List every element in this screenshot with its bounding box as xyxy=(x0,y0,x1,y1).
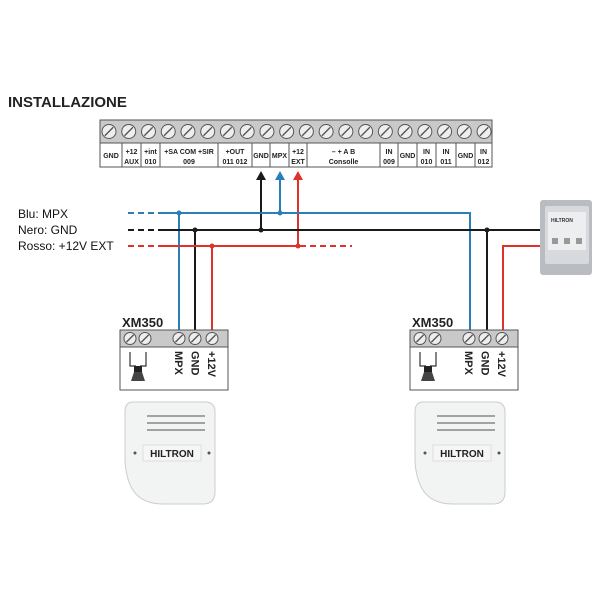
terminal-label: IN xyxy=(480,149,487,156)
terminal-label: GND xyxy=(458,153,474,160)
screw-terminal xyxy=(478,332,492,345)
din-power-supply: HILTRON xyxy=(540,200,592,275)
module-terminal-label: GND xyxy=(479,351,491,376)
screw-terminal xyxy=(462,332,476,345)
bus-wires xyxy=(128,210,542,338)
panel-wire-arrows xyxy=(256,171,303,246)
screw-terminal xyxy=(188,332,202,345)
terminal-sublabel: 011 012 xyxy=(223,159,248,166)
module-terminal-label: MPX xyxy=(462,351,474,376)
terminal-label: GND xyxy=(400,153,416,160)
siren-brand: HILTRON xyxy=(150,449,194,460)
din-brand: HILTRON xyxy=(551,218,573,224)
legend-blue: Blu: MPX xyxy=(18,207,68,221)
terminal-sublabel: 010 xyxy=(421,159,433,166)
screw-terminal xyxy=(377,124,393,139)
speaker-icon xyxy=(419,352,437,381)
screw-terminal xyxy=(138,332,152,345)
screw-terminal xyxy=(205,332,219,345)
screw-terminal xyxy=(180,124,196,139)
terminal-sublabel: 012 xyxy=(478,159,490,166)
screw-terminal xyxy=(239,124,255,139)
terminal-sublabel: 009 xyxy=(383,159,395,166)
terminal-label: +12 xyxy=(292,149,304,156)
siren-brand: HILTRON xyxy=(440,449,484,460)
terminal-label: +OUT xyxy=(226,149,246,156)
legend-black: Nero: GND xyxy=(18,223,78,237)
terminal-label: GND xyxy=(253,153,269,160)
screw-terminal xyxy=(259,124,275,139)
terminal-label: IN xyxy=(443,149,450,156)
screw-terminal xyxy=(200,124,216,139)
screw-terminal xyxy=(476,124,492,139)
terminal-label: +int xyxy=(144,149,157,156)
terminal-label: +SA COM +SIR xyxy=(164,149,214,156)
screw-terminal xyxy=(338,124,354,139)
terminal-sublabel: 010 xyxy=(145,159,157,166)
siren: HILTRON xyxy=(124,401,216,505)
screw-terminal xyxy=(413,332,427,345)
terminal-label: IN xyxy=(423,149,430,156)
screw-terminal xyxy=(318,124,334,139)
screw-terminal xyxy=(456,124,472,139)
module-terminal-label: MPX xyxy=(172,351,184,376)
module-name: XM350 xyxy=(122,315,163,330)
module-terminal-label: GND xyxy=(189,351,201,376)
screw-terminal xyxy=(279,124,295,139)
module-terminal-label: +12V xyxy=(205,351,217,378)
screw-terminal xyxy=(417,124,433,139)
terminal-sublabel: 009 xyxy=(183,159,195,166)
screw-terminal xyxy=(160,124,176,139)
terminal-label: MPX xyxy=(272,153,288,160)
screw-terminal xyxy=(428,332,442,345)
terminal-label: – + A B xyxy=(332,149,355,156)
screw-terminal xyxy=(140,124,156,139)
screw-terminal xyxy=(172,332,186,345)
terminal-sublabel: Consolle xyxy=(329,159,359,166)
screw-terminal xyxy=(358,124,374,139)
terminal-label: IN xyxy=(386,149,393,156)
siren: HILTRON xyxy=(414,401,506,505)
screw-terminal xyxy=(397,124,413,139)
module-name: XM350 xyxy=(412,315,453,330)
terminal-label: GND xyxy=(103,153,119,160)
screw-terminal xyxy=(437,124,453,139)
screw-terminal xyxy=(298,124,314,139)
terminal-sublabel: 011 xyxy=(440,159,451,166)
terminal-sublabel: AUX xyxy=(124,159,139,166)
screw-terminal xyxy=(121,124,137,139)
screw-terminal xyxy=(219,124,235,139)
terminal-label: +12 xyxy=(126,149,138,156)
module-terminal-label: +12V xyxy=(495,351,507,378)
speaker-icon xyxy=(129,352,147,381)
page-title: INSTALLAZIONE xyxy=(8,94,127,111)
screw-terminal xyxy=(123,332,137,345)
screw-terminal xyxy=(101,124,117,139)
screw-terminal xyxy=(495,332,509,345)
legend-red: Rosso: +12V EXT xyxy=(18,239,114,253)
terminal-sublabel: EXT xyxy=(291,159,305,166)
